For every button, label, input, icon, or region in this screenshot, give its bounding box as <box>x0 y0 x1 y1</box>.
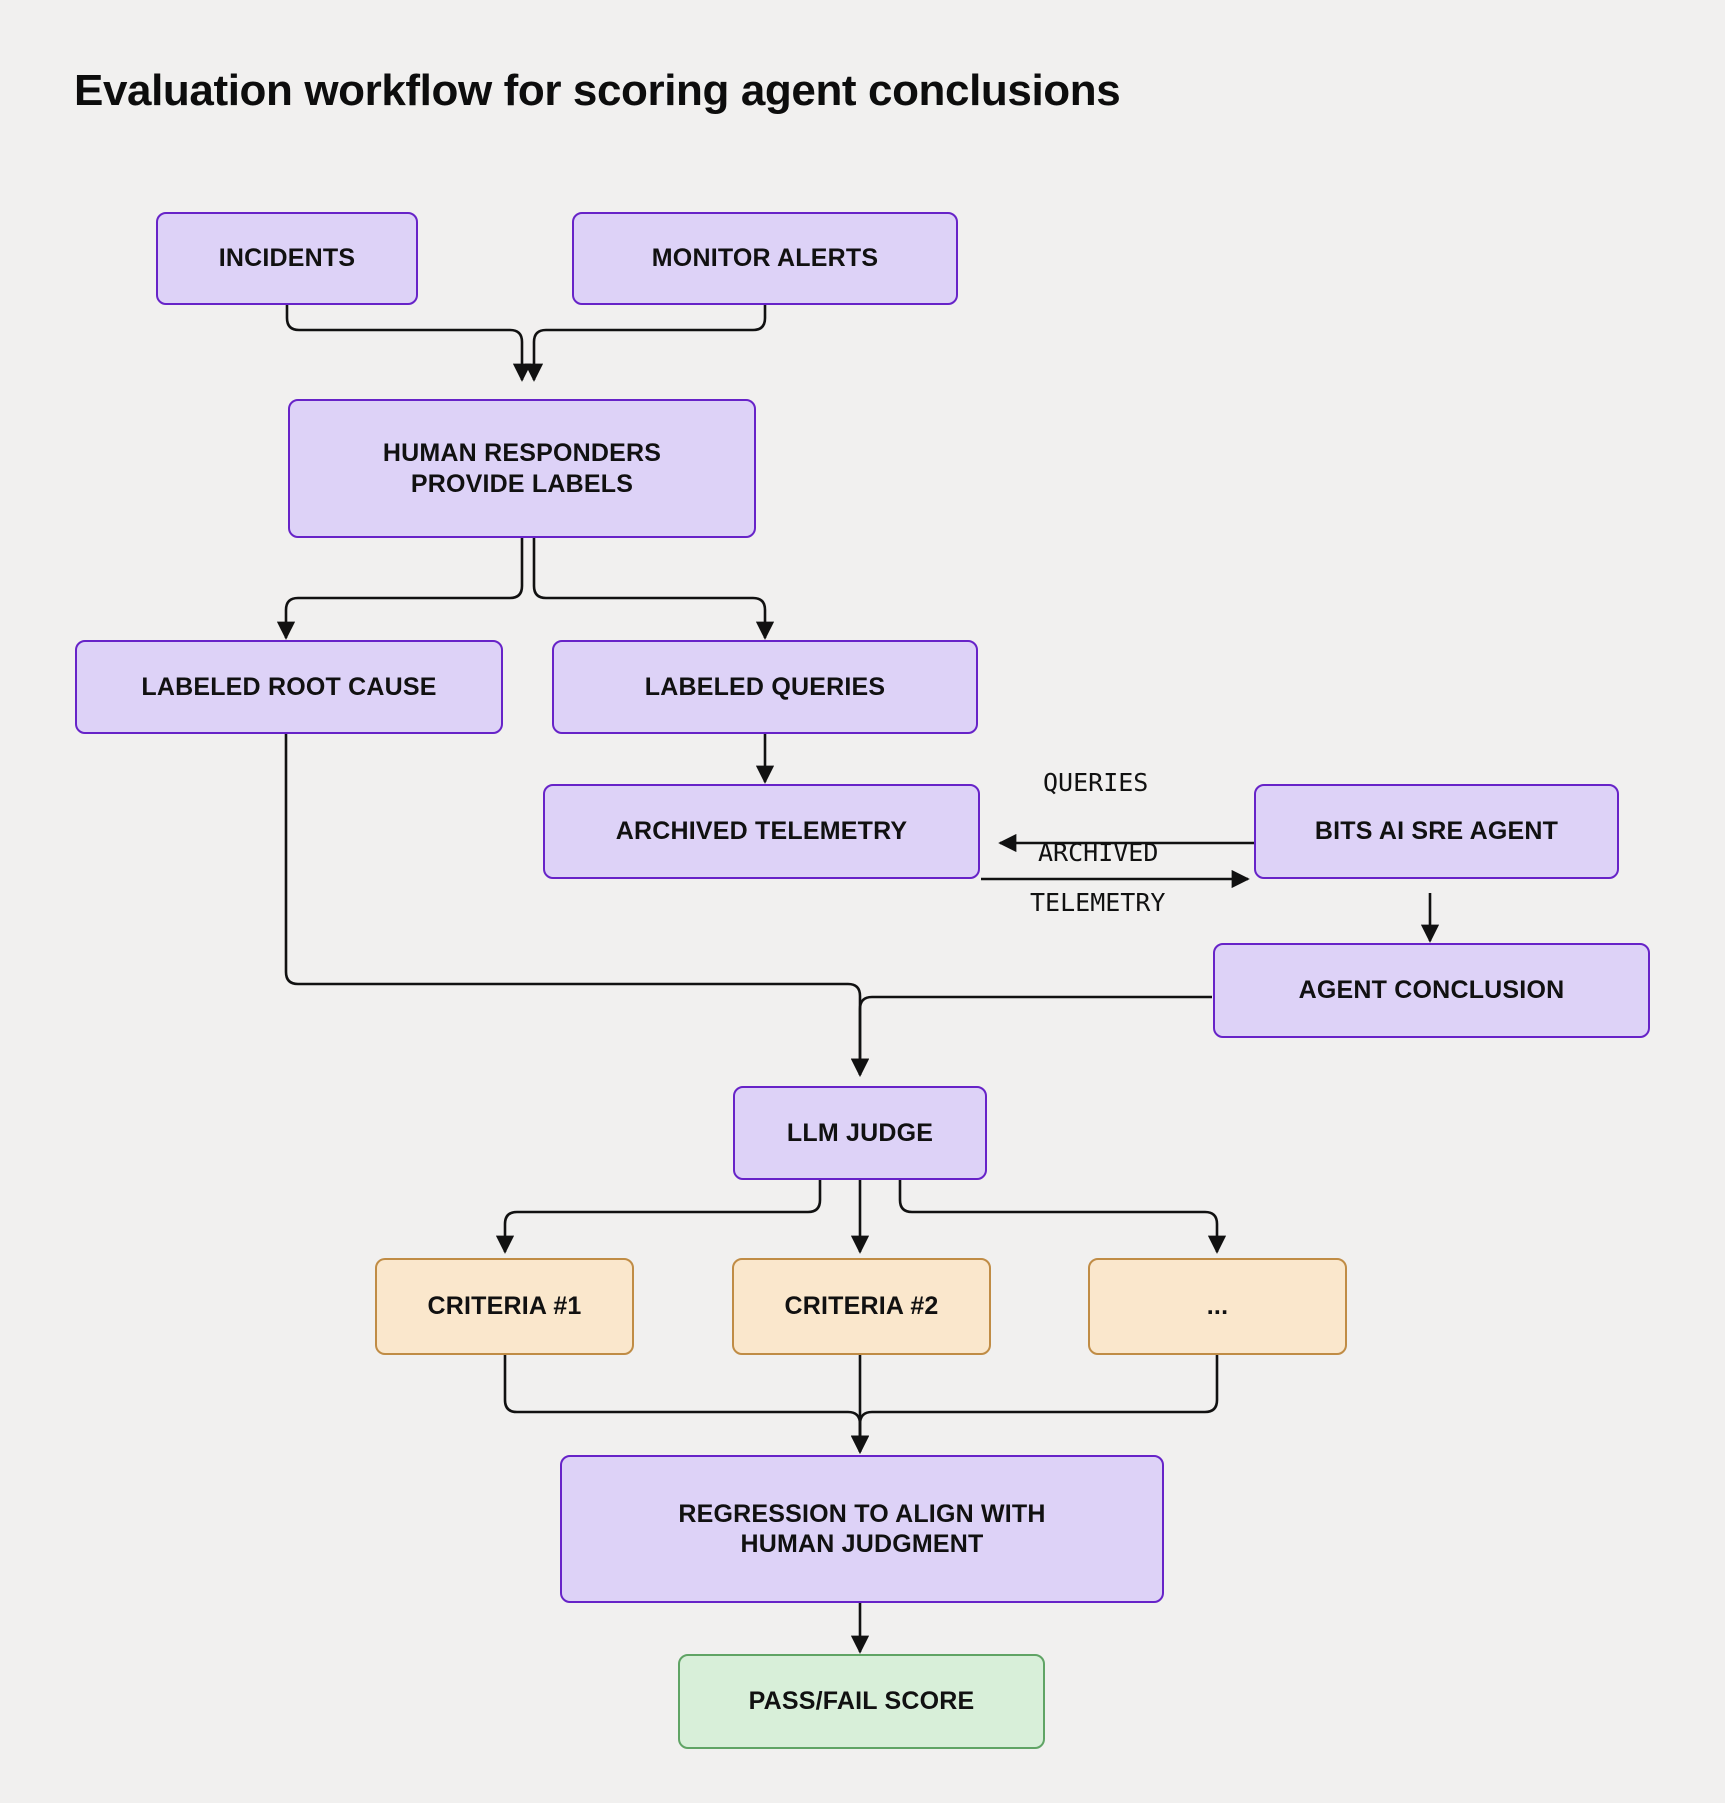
edge-label-telemetry: TELEMETRY <box>1030 888 1166 917</box>
node-incidents-label: INCIDENTS <box>218 244 356 273</box>
node-criteria-1[interactable]: CRITERIA #1 <box>375 1258 634 1355</box>
node-human-responders-label-line2: PROVIDE LABELS <box>410 469 634 498</box>
edge-label-archived: ARCHIVED <box>1038 838 1159 867</box>
edge-criteria-1-to-regression <box>503 1355 870 1454</box>
node-llm-judge-label: LLM JUDGE <box>786 1118 934 1147</box>
edge-llm-judge-to-criteria-1 <box>495 1180 822 1254</box>
node-regression-to-align[interactable]: REGRESSION TO ALIGN WITH HUMAN JUDGMENT <box>560 1455 1164 1603</box>
node-incidents[interactable]: INCIDENTS <box>156 212 418 305</box>
node-labeled-root-cause-label: LABELED ROOT CAUSE <box>141 672 437 701</box>
node-criteria-more[interactable]: ... <box>1088 1258 1347 1355</box>
edge-llm-judge-to-criteria-more <box>898 1180 1227 1254</box>
node-pass-fail-score[interactable]: PASS/FAIL SCORE <box>678 1654 1045 1749</box>
node-human-responders-provide-labels[interactable]: HUMAN RESPONDERS PROVIDE LABELS <box>288 399 756 538</box>
edge-label-queries: QUERIES <box>1043 768 1149 797</box>
node-agent-conclusion[interactable]: AGENT CONCLUSION <box>1213 943 1650 1038</box>
node-human-responders-label-line1: HUMAN RESPONDERS <box>382 439 662 467</box>
node-regression-label-line2: HUMAN JUDGMENT <box>740 1530 984 1558</box>
node-criteria-2[interactable]: CRITERIA #2 <box>732 1258 991 1355</box>
edge-human-responders-to-labeled-queries <box>532 537 775 640</box>
node-criteria-more-label: ... <box>1206 1292 1229 1321</box>
edge-incidents-to-human-responders <box>285 303 532 382</box>
node-labeled-queries-label: LABELED QUERIES <box>644 672 886 701</box>
node-monitor-alerts-label: MONITOR ALERTS <box>651 244 879 273</box>
node-llm-judge[interactable]: LLM JUDGE <box>733 1086 987 1180</box>
node-archived-telemetry-label: ARCHIVED TELEMETRY <box>615 817 908 846</box>
node-pass-fail-score-label: PASS/FAIL SCORE <box>748 1687 975 1716</box>
page-title: Evaluation workflow for scoring agent co… <box>74 66 1121 115</box>
edge-criteria-more-to-regression <box>850 1355 1219 1454</box>
node-labeled-root-cause[interactable]: LABELED ROOT CAUSE <box>75 640 503 734</box>
edge-agent-conclusion-to-llm-judge <box>850 995 1212 1077</box>
node-bits-ai-sre-agent-label: BITS AI SRE AGENT <box>1314 817 1559 846</box>
node-labeled-queries[interactable]: LABELED QUERIES <box>552 640 978 734</box>
node-agent-conclusion-label: AGENT CONCLUSION <box>1298 976 1565 1005</box>
node-regression-label-line1: REGRESSION TO ALIGN WITH <box>678 1499 1046 1528</box>
node-bits-ai-sre-agent[interactable]: BITS AI SRE AGENT <box>1254 784 1619 879</box>
edge-monitor-alerts-to-human-responders <box>524 303 767 382</box>
node-criteria-2-label: CRITERIA #2 <box>784 1292 939 1321</box>
edge-human-responders-to-labeled-root-cause <box>276 537 524 640</box>
node-criteria-1-label: CRITERIA #1 <box>427 1292 582 1321</box>
node-archived-telemetry[interactable]: ARCHIVED TELEMETRY <box>543 784 980 879</box>
node-monitor-alerts[interactable]: MONITOR ALERTS <box>572 212 958 305</box>
